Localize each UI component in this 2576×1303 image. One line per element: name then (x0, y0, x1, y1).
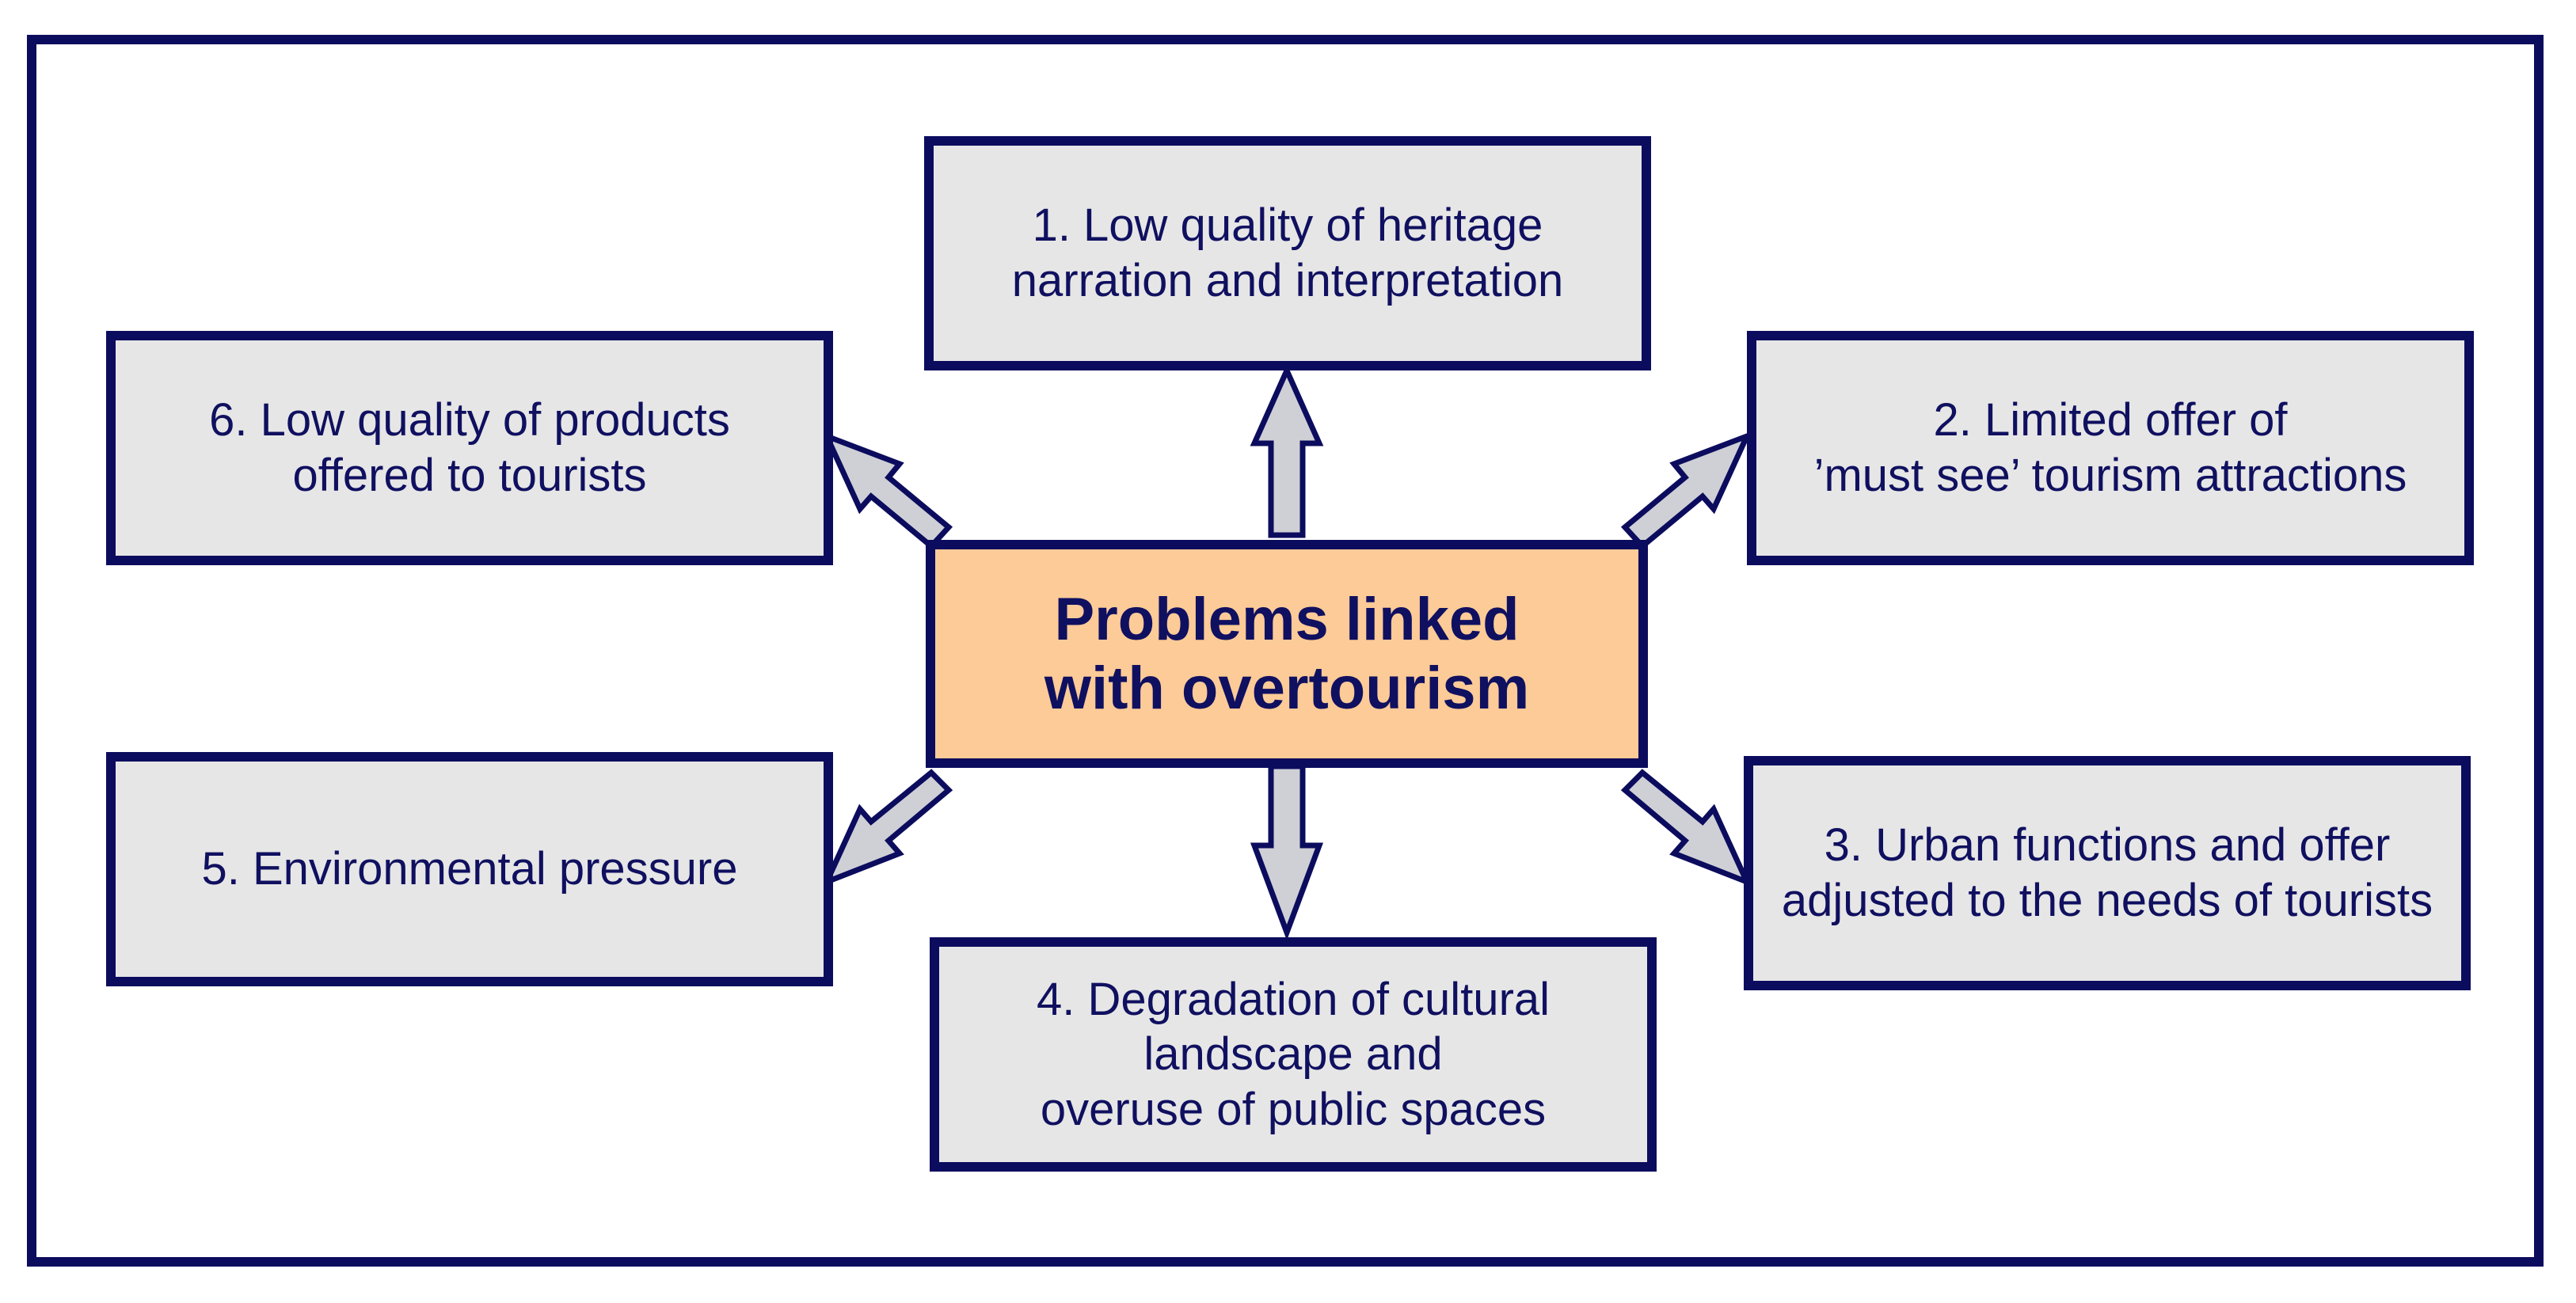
item-box-6: 6. Low quality of products offered to to… (106, 331, 833, 565)
item-box-1: 1. Low quality of heritage narration and… (924, 136, 1651, 370)
arrow-to-item-4 (1250, 763, 1324, 941)
arrow-to-item-3 (1620, 769, 1752, 887)
item-box-5: 5. Environmental pressure (106, 752, 833, 986)
item-label-3: 3. Urban functions and offer adjusted to… (1781, 819, 2433, 926)
item-box-2: 2. Limited offer of ’must see’ tourism a… (1747, 331, 2474, 565)
center-node-label: Problems linked with overtourism (1044, 585, 1530, 722)
item-label-5: 5. Environmental pressure (201, 843, 738, 895)
item-label-6: 6. Low quality of products offered to to… (209, 394, 730, 501)
item-label-2: 2. Limited offer of ’must see’ tourism a… (1813, 394, 2407, 501)
arrow-to-item-2 (1620, 431, 1752, 550)
item-label-4: 4. Degradation of cultural landscape and… (1036, 973, 1551, 1135)
arrow-to-item-6 (821, 431, 953, 550)
arrow-to-item-5 (821, 769, 953, 887)
item-box-3: 3. Urban functions and offer adjusted to… (1744, 756, 2471, 990)
item-label-1: 1. Low quality of heritage narration and… (1011, 199, 1564, 306)
arrow-to-item-1 (1250, 363, 1324, 538)
item-box-4: 4. Degradation of cultural landscape and… (930, 937, 1657, 1172)
center-node: Problems linked with overtourism (926, 540, 1648, 768)
